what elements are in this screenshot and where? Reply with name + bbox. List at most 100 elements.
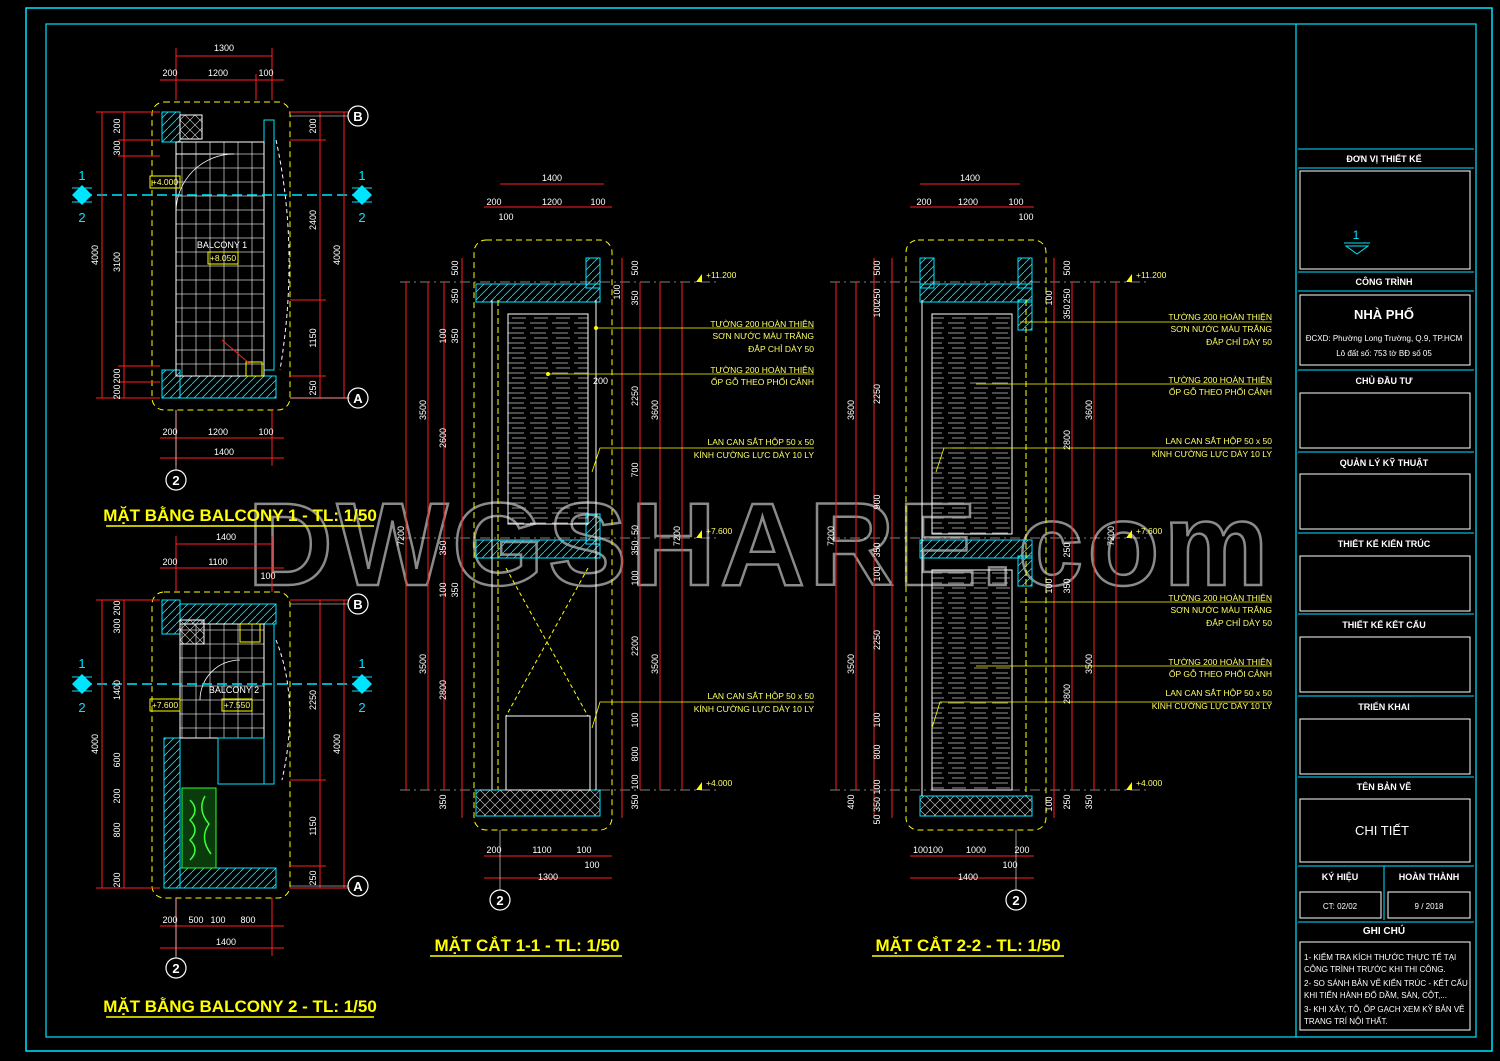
svg-text:100: 100 xyxy=(1018,212,1033,222)
svg-text:200: 200 xyxy=(112,872,122,887)
svg-text:ĐẮP CHỈ DÀY 50: ĐẮP CHỈ DÀY 50 xyxy=(748,343,814,354)
svg-text:SƠN NƯỚC MÀU TRẮNG: SƠN NƯỚC MÀU TRẮNG xyxy=(1171,324,1273,334)
plan1-title: MẶT BẰNG BALCONY 1 - TL: 1/50 xyxy=(103,506,377,525)
svg-text:1300: 1300 xyxy=(538,872,558,882)
svg-text:200: 200 xyxy=(112,788,122,803)
section-2-2: 1400 200 1200 100 100 100100 1000 200 10… xyxy=(826,173,1273,957)
svg-text:200: 200 xyxy=(308,118,318,133)
svg-text:7200: 7200 xyxy=(826,526,836,546)
svg-text:500: 500 xyxy=(188,915,203,925)
svg-text:250: 250 xyxy=(1062,794,1072,809)
svg-text:350: 350 xyxy=(438,540,448,555)
svg-text:200: 200 xyxy=(162,427,177,437)
svg-text:2600: 2600 xyxy=(438,428,448,448)
svg-text:GHI CHÚ: GHI CHÚ xyxy=(1363,924,1405,937)
svg-text:ỐP GỖ THEO PHỐI CẢNH: ỐP GỖ THEO PHỐI CẢNH xyxy=(711,376,814,387)
svg-text:+7.600: +7.600 xyxy=(706,526,733,536)
svg-text:300: 300 xyxy=(112,140,122,155)
inner-frame xyxy=(45,23,1477,1038)
svg-text:1400: 1400 xyxy=(960,173,980,183)
svg-text:LAN CAN SẮT HỘP 50 x 50: LAN CAN SẮT HỘP 50 x 50 xyxy=(1166,436,1273,446)
svg-text:350: 350 xyxy=(450,328,460,343)
svg-text:+11.200: +11.200 xyxy=(706,270,737,280)
svg-text:1400: 1400 xyxy=(958,872,978,882)
room-level: +8.050 xyxy=(210,253,237,263)
svg-text:9 / 2018: 9 / 2018 xyxy=(1415,902,1444,911)
svg-text:350: 350 xyxy=(1062,578,1072,593)
svg-text:3600: 3600 xyxy=(650,400,660,420)
svg-text:QUẢN LÝ KỸ THUẬT: QUẢN LÝ KỸ THUẬT xyxy=(1340,457,1429,468)
svg-text:250: 250 xyxy=(872,288,882,303)
svg-text:250: 250 xyxy=(1062,542,1072,557)
svg-text:100: 100 xyxy=(438,582,448,597)
svg-text:1: 1 xyxy=(78,168,85,183)
svg-text:KÍNH CƯỜNG LỰC DÀY 10 LY: KÍNH CƯỜNG LỰC DÀY 10 LY xyxy=(694,450,815,460)
svg-text:50 350 100: 50 350 100 xyxy=(872,779,882,824)
cut-marker-right: 1 2 xyxy=(352,168,372,225)
svg-text:1150: 1150 xyxy=(308,328,318,347)
svg-text:200: 200 xyxy=(112,600,122,615)
svg-text:350: 350 xyxy=(450,582,460,597)
svg-text:200: 200 xyxy=(112,384,122,399)
svg-text:2: 2 xyxy=(496,893,503,908)
svg-text:500: 500 xyxy=(1062,260,1072,275)
svg-text:+11.200: +11.200 xyxy=(1136,270,1167,280)
svg-text:TRANG TRÍ NỘI THẤT.: TRANG TRÍ NỘI THẤT. xyxy=(1304,1016,1388,1026)
svg-text:ĐƠN VỊ THIẾT KẾ: ĐƠN VỊ THIẾT KẾ xyxy=(1346,154,1421,164)
svg-text:100: 100 xyxy=(612,284,622,299)
svg-text:ĐẮP CHỈ DÀY 50: ĐẮP CHỈ DÀY 50 xyxy=(1206,336,1272,347)
svg-text:CÔNG TRÌNH: CÔNG TRÌNH xyxy=(1356,276,1413,287)
svg-text:4000: 4000 xyxy=(332,245,342,265)
svg-text:250: 250 xyxy=(308,870,318,885)
svg-text:HOÀN THÀNH: HOÀN THÀNH xyxy=(1399,872,1460,882)
section1-notes: TƯỜNG 200 HOÀN THIỆN SƠN NƯỚC MÀU TRẮNG … xyxy=(694,319,815,714)
svg-text:TƯỜNG 200 HOÀN THIỆN: TƯỜNG 200 HOÀN THIỆN xyxy=(710,365,814,375)
svg-text:200: 200 xyxy=(916,197,931,207)
svg-text:2: 2 xyxy=(78,210,85,225)
svg-text:100: 100 xyxy=(630,774,640,789)
svg-text:300: 300 xyxy=(112,618,122,633)
svg-text:350: 350 xyxy=(450,288,460,303)
svg-text:1400: 1400 xyxy=(214,447,234,457)
room-name: BALCONY 1 xyxy=(197,240,247,250)
svg-text:350: 350 xyxy=(872,542,882,557)
svg-text:3500: 3500 xyxy=(846,654,856,674)
svg-text:Lô đất số: 753 tờ BĐ số 05: Lô đất số: 753 tờ BĐ số 05 xyxy=(1336,349,1432,358)
title-block: ĐƠN VỊ THIẾT KẾ 1 CÔNG TRÌNH NHÀ PHỐ ĐCX… xyxy=(1298,148,1474,1031)
svg-text:+4.000: +4.000 xyxy=(1136,778,1163,788)
svg-text:50: 50 xyxy=(630,525,640,535)
svg-text:100: 100 xyxy=(1044,796,1054,811)
svg-text:100: 100 xyxy=(590,197,605,207)
section1-title: MẶT CẮT 1-1 - TL: 1/50 xyxy=(434,936,619,955)
svg-text:200: 200 xyxy=(593,376,608,386)
svg-text:100: 100 xyxy=(1044,578,1054,593)
axis-a-label: A xyxy=(353,391,363,406)
svg-text:250: 250 xyxy=(308,380,318,395)
drawing-name: CHI TIẾT xyxy=(1355,823,1409,838)
axis-2-label: 2 xyxy=(172,473,179,488)
svg-text:7200: 7200 xyxy=(672,526,682,546)
svg-text:3500: 3500 xyxy=(650,654,660,674)
svg-text:1400: 1400 xyxy=(112,680,122,700)
svg-text:TƯỜNG 200 HOÀN THIỆN: TƯỜNG 200 HOÀN THIỆN xyxy=(710,319,814,329)
svg-text:100100: 100100 xyxy=(913,845,943,855)
svg-text:2800: 2800 xyxy=(438,680,448,700)
svg-text:SƠN NƯỚC MÀU TRẮNG: SƠN NƯỚC MÀU TRẮNG xyxy=(1171,605,1273,615)
svg-text:B: B xyxy=(353,597,362,612)
svg-text:100: 100 xyxy=(258,427,273,437)
svg-text:CT: 02/02: CT: 02/02 xyxy=(1323,902,1358,911)
svg-text:200: 200 xyxy=(486,845,501,855)
svg-text:THIẾT KẾ KIẾN TRÚC: THIẾT KẾ KIẾN TRÚC xyxy=(1338,538,1431,549)
svg-text:2: 2 xyxy=(172,961,179,976)
svg-text:100: 100 xyxy=(584,860,599,870)
svg-text:KÍNH CƯỜNG LỰC DÀY 10 LY: KÍNH CƯỜNG LỰC DÀY 10 LY xyxy=(1152,701,1273,711)
svg-text:800: 800 xyxy=(630,746,640,761)
svg-text:ỐP GỖ THEO PHỐI CẢNH: ỐP GỖ THEO PHỐI CẢNH xyxy=(1169,386,1272,397)
svg-text:3600: 3600 xyxy=(1084,400,1094,420)
svg-text:2200: 2200 xyxy=(630,636,640,656)
svg-text:100: 100 xyxy=(498,212,513,222)
svg-text:1200: 1200 xyxy=(958,197,978,207)
section-1-1: 1400 200 1200 100 100 200 1100 100 100 1… xyxy=(396,173,815,957)
svg-text:1: 1 xyxy=(78,656,85,671)
